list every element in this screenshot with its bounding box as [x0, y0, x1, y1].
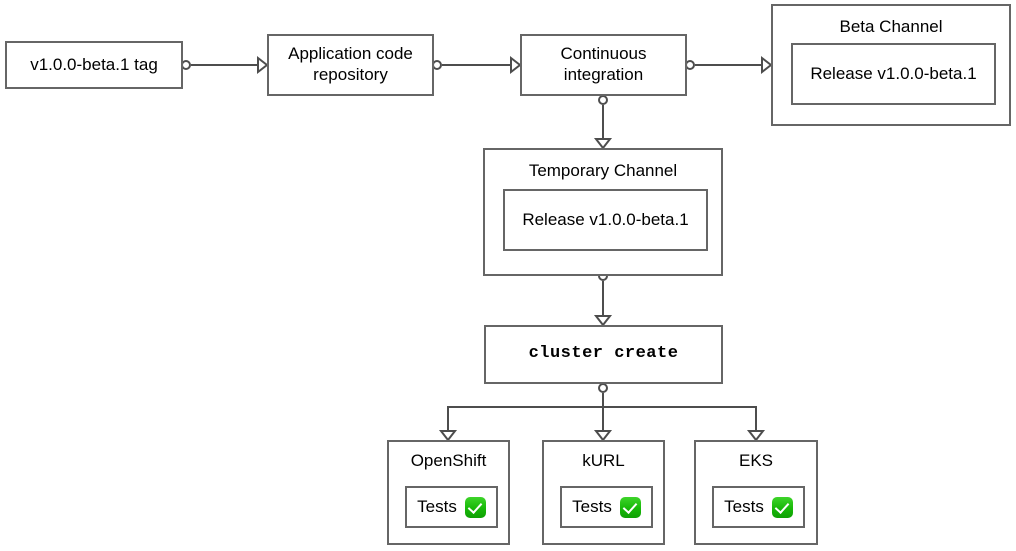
edge-temporary-channel-to-cluster-create: [593, 271, 613, 327]
node-eks-tests[interactable]: Tests: [712, 486, 805, 528]
node-cluster-create[interactable]: cluster create: [484, 325, 723, 384]
node-continuous-integration-label: Continuous integration: [560, 44, 647, 84]
node-beta-channel-title: Beta Channel: [839, 17, 943, 36]
edge-tag-to-repo: [181, 55, 269, 75]
edge-ci-to-temporary-channel: [593, 95, 613, 150]
node-beta-channel[interactable]: Beta Channel Release v1.0.0-beta.1: [771, 4, 1011, 126]
edge-repo-to-ci: [432, 55, 522, 75]
node-tag-label: v1.0.0-beta.1 tag: [30, 54, 158, 74]
node-openshift[interactable]: OpenShift Tests: [387, 440, 510, 545]
node-beta-channel-release[interactable]: Release v1.0.0-beta.1: [791, 43, 996, 105]
green-check-icon: [619, 496, 641, 518]
edge-ci-to-beta-channel: [685, 55, 773, 75]
green-check-icon: [771, 496, 793, 518]
node-eks-title: EKS: [738, 451, 774, 470]
node-openshift-tests[interactable]: Tests: [405, 486, 498, 528]
node-openshift-title: OpenShift: [410, 451, 487, 470]
node-temporary-channel-release[interactable]: Release v1.0.0-beta.1: [503, 189, 708, 251]
node-cluster-create-label: cluster create: [528, 344, 679, 364]
node-temporary-channel-title: Temporary Channel: [528, 161, 678, 180]
node-kurl-title: kURL: [582, 451, 625, 470]
node-eks-tests-label: Tests: [724, 496, 764, 516]
edge-cluster-create-to-targets: [438, 383, 766, 442]
node-kurl-tests[interactable]: Tests: [560, 486, 653, 528]
node-continuous-integration[interactable]: Continuous integration: [520, 34, 687, 96]
node-eks[interactable]: EKS Tests: [694, 440, 818, 545]
node-beta-channel-release-label: Release v1.0.0-beta.1: [810, 63, 977, 83]
node-kurl-tests-label: Tests: [572, 496, 612, 516]
green-check-icon: [464, 496, 486, 518]
node-application-code-repository[interactable]: Application code repository: [267, 34, 434, 96]
node-kurl[interactable]: kURL Tests: [542, 440, 665, 545]
node-temporary-channel-release-label: Release v1.0.0-beta.1: [522, 209, 689, 229]
node-tag[interactable]: v1.0.0-beta.1 tag: [5, 41, 183, 89]
node-application-code-repository-label: Application code repository: [288, 44, 413, 84]
node-temporary-channel[interactable]: Temporary Channel Release v1.0.0-beta.1: [483, 148, 723, 276]
node-openshift-tests-label: Tests: [417, 496, 457, 516]
